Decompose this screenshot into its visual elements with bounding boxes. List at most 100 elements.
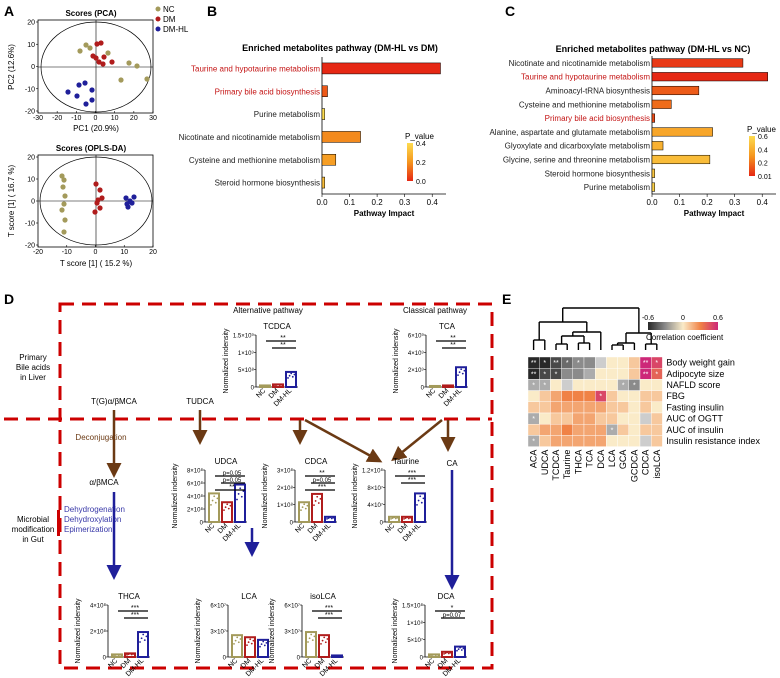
heatmap-cell bbox=[639, 401, 652, 414]
data-point bbox=[300, 509, 302, 512]
y-tick-label: 0 bbox=[290, 521, 294, 527]
heatmap-cell bbox=[572, 379, 585, 391]
score-point bbox=[74, 93, 80, 99]
group-label: NC bbox=[204, 522, 216, 534]
data-point bbox=[449, 651, 452, 654]
heatmap-row-label: Insulin resistance index bbox=[666, 436, 760, 446]
plot-title: isoLCA bbox=[310, 592, 336, 601]
data-point bbox=[224, 506, 227, 509]
data-point bbox=[261, 385, 263, 387]
data-point bbox=[403, 517, 405, 520]
data-point bbox=[324, 641, 327, 644]
data-point bbox=[450, 384, 453, 387]
x-tick-label: 30 bbox=[149, 115, 157, 122]
group-bar bbox=[414, 492, 426, 523]
score-point bbox=[83, 101, 89, 107]
panel-label-e: E bbox=[502, 291, 511, 307]
heatmap-col-label: GCDCA bbox=[629, 450, 639, 483]
y-tick-label: 20 bbox=[27, 20, 35, 27]
data-point bbox=[247, 641, 250, 644]
data-point bbox=[287, 377, 289, 379]
y-tick-label: 0 bbox=[297, 656, 301, 662]
sig-label: * bbox=[451, 605, 454, 612]
group-bar bbox=[208, 492, 220, 523]
pathway-bar bbox=[651, 72, 768, 82]
x-tick-label: 20 bbox=[130, 115, 138, 122]
legend-dm-label: DM bbox=[163, 15, 176, 24]
group-bar bbox=[298, 501, 310, 523]
y-axis-label: Normalized indensity bbox=[393, 328, 400, 393]
chart-title: Enriched metabolites pathway (DM-HL vs D… bbox=[242, 43, 438, 53]
score-point bbox=[76, 82, 82, 88]
x-tick-label: 20 bbox=[149, 249, 157, 256]
heatmap-cell bbox=[628, 401, 641, 414]
pathway-bar bbox=[321, 131, 361, 143]
heatmap-cell bbox=[651, 424, 663, 436]
heatmap-cell bbox=[572, 390, 585, 403]
heatmap-cell bbox=[617, 401, 629, 414]
heatmap-cell bbox=[572, 424, 585, 436]
data-point bbox=[229, 504, 232, 507]
data-point bbox=[433, 653, 436, 656]
group-bar bbox=[244, 636, 256, 658]
plot-title: Taurine bbox=[393, 457, 420, 466]
classical-pathway-label: Classical pathway bbox=[403, 306, 467, 315]
plot-title: DCA bbox=[438, 592, 456, 601]
y-tick-label: 1.5×10⁸ bbox=[402, 603, 424, 610]
opls-ellipse bbox=[39, 156, 153, 246]
heatmap-cell bbox=[550, 401, 562, 414]
y-tick-label: 0 bbox=[421, 386, 425, 392]
heatmap-cell bbox=[617, 356, 629, 369]
data-point bbox=[430, 654, 432, 657]
data-point bbox=[422, 497, 425, 500]
data-point bbox=[390, 517, 392, 520]
score-point bbox=[62, 193, 68, 199]
x-tick-label: -10 bbox=[71, 115, 81, 122]
plot-title: LCA bbox=[241, 592, 257, 601]
data-point bbox=[214, 501, 217, 504]
group-label: NC bbox=[384, 522, 396, 534]
sig-star: * bbox=[622, 383, 625, 390]
sig-label: *** bbox=[325, 612, 333, 619]
score-point bbox=[123, 195, 129, 201]
sig-star: ** bbox=[531, 360, 537, 367]
data-point bbox=[431, 654, 434, 656]
y-tick-label: 2×10⁹ bbox=[408, 367, 425, 374]
data-point bbox=[419, 495, 422, 498]
sig-label: *** bbox=[408, 477, 416, 484]
legend-tick: 0 bbox=[681, 315, 685, 322]
heatmap-cell bbox=[617, 424, 629, 436]
arrow-tca-taurine bbox=[391, 419, 443, 462]
heatmap-legend-bar bbox=[648, 322, 718, 330]
sig-label: *** bbox=[131, 605, 139, 612]
data-point bbox=[317, 502, 320, 504]
heatmap-cell bbox=[561, 401, 573, 414]
pathway-bar bbox=[651, 182, 656, 192]
data-point bbox=[252, 639, 255, 642]
heatmap-cell bbox=[550, 412, 562, 425]
heatmap-col-label: LCA bbox=[607, 450, 617, 468]
heatmap-cell bbox=[651, 390, 663, 403]
data-point bbox=[463, 369, 466, 372]
data-point bbox=[434, 654, 437, 657]
group-bar bbox=[311, 492, 323, 524]
heatmap-cell bbox=[527, 401, 540, 414]
heatmap-row-label: Fasting insulin bbox=[666, 402, 724, 412]
heatmap-cell bbox=[539, 401, 551, 414]
pathway-label: Purine metabolism bbox=[584, 183, 651, 192]
colorbar-title: P_value bbox=[747, 125, 776, 134]
x-tick-label: 0 bbox=[94, 115, 98, 122]
pathway-bar bbox=[651, 99, 672, 109]
y-axis-label: Normalized indensity bbox=[172, 463, 179, 528]
heatmap-cell bbox=[628, 390, 641, 403]
score-point bbox=[97, 205, 103, 211]
data-point bbox=[129, 652, 132, 655]
score-point bbox=[131, 194, 137, 200]
pathway-label: Steroid hormone biosynthesis bbox=[545, 169, 650, 178]
opls-title: Scores (OPLS-DA) bbox=[56, 144, 127, 153]
y-tick-label: 0 bbox=[223, 656, 227, 662]
node-tgmca: T(G)α/βMCA bbox=[91, 397, 137, 406]
data-point bbox=[444, 385, 446, 387]
